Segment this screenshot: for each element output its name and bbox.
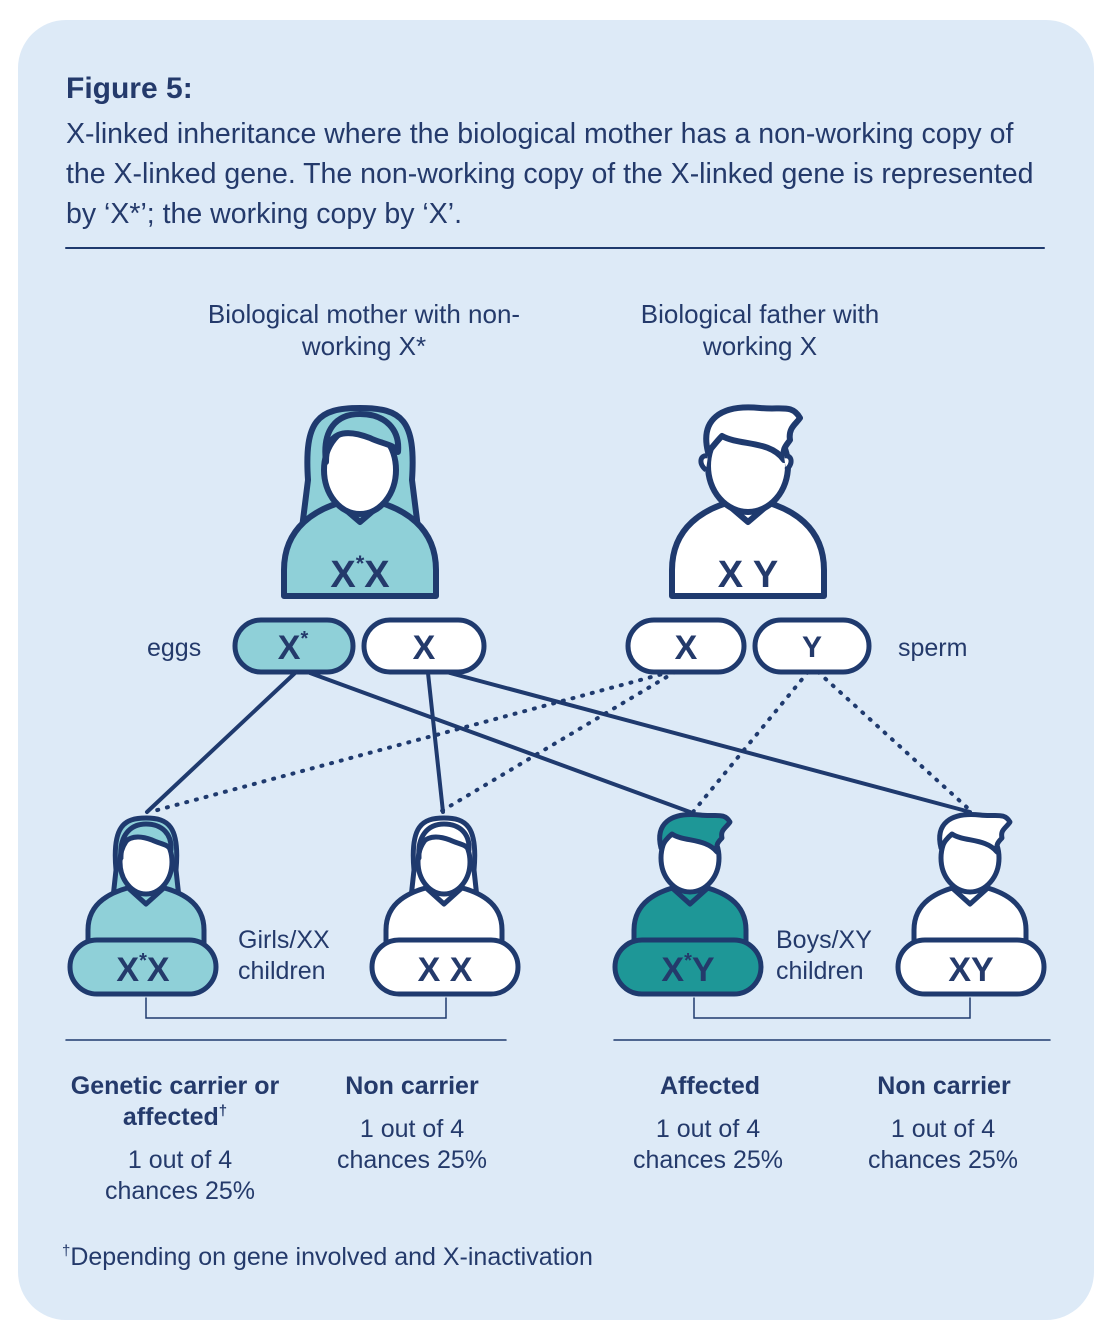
figure-caption: X-linked inheritance where the biologica… — [66, 118, 1034, 230]
sperm1-label: X — [675, 629, 698, 667]
boys-bracket — [693, 997, 971, 1019]
girl2-genotype-pill — [369, 937, 521, 997]
father-hair — [703, 404, 803, 463]
eggs-label: eggs — [147, 634, 202, 662]
line-egg2-girl2 — [426, 671, 445, 814]
line-sperm1-girl1 — [148, 670, 672, 814]
sperm2-label: Y — [802, 631, 822, 664]
line-sperm1-girl2 — [438, 670, 677, 814]
outcome-girl-noncarrier-chance: 1 out of 4 chances 25% — [336, 1115, 488, 1174]
girl1-figure — [85, 815, 207, 947]
outcome-boy-noncarrier-label: Non carrier — [877, 1072, 1011, 1100]
line-egg1-boy1 — [308, 671, 692, 814]
figure-card — [18, 20, 1094, 1320]
girls-label: Girls/XX children — [238, 926, 330, 985]
girls-bracket — [145, 997, 447, 1019]
boys-label: Boys/XY children — [776, 926, 872, 985]
outcome-boy-noncarrier-chance: 1 out of 4 chances 25% — [867, 1115, 1019, 1174]
line-sperm2-boy1 — [691, 670, 810, 814]
father-genotype: X Y — [718, 554, 779, 596]
outcome-carrier-label: Genetic carrier or affected† — [70, 1072, 280, 1131]
egg2-label: X — [413, 629, 436, 667]
line-egg1-girl1 — [145, 671, 297, 814]
sperm2-pill — [752, 617, 872, 675]
egg2-pill — [361, 617, 487, 675]
outcome-affected-chance: 1 out of 4 chances 25% — [632, 1115, 784, 1174]
boy1-figure — [631, 812, 749, 947]
boy1-genotype: X*Y — [661, 950, 714, 989]
footnote: †Depending on gene involved and X-inacti… — [62, 1242, 593, 1271]
boy1-genotype-pill — [612, 937, 764, 997]
boy2-genotype-pill — [895, 937, 1047, 997]
outcome-girl-noncarrier-label: Non carrier — [345, 1072, 479, 1100]
sperm1-pill — [625, 617, 747, 675]
egg1-label: X* — [278, 628, 309, 667]
boy2-figure — [911, 812, 1029, 947]
girl1-genotype: X*X — [116, 950, 169, 989]
girl2-genotype: X X — [418, 951, 473, 989]
egg1-pill — [232, 617, 356, 675]
mother-genotype: X*X — [330, 551, 390, 596]
father-figure — [669, 404, 827, 599]
line-egg2-boy2 — [448, 671, 972, 814]
sperm-label: sperm — [898, 634, 968, 662]
girl1-genotype-pill — [67, 937, 219, 997]
figure-title: Figure 5: — [66, 72, 193, 105]
girl2-figure — [383, 815, 505, 947]
mother-label: Biological mother with non-working X* — [207, 299, 521, 361]
outcome-affected-label: Affected — [659, 1072, 760, 1100]
boy2-genotype: XY — [948, 951, 994, 989]
mother-figure — [281, 405, 439, 599]
outcome-carrier-chance: 1 out of 4 chances 25% — [104, 1146, 256, 1205]
father-label: Biological father with working X — [640, 299, 880, 361]
